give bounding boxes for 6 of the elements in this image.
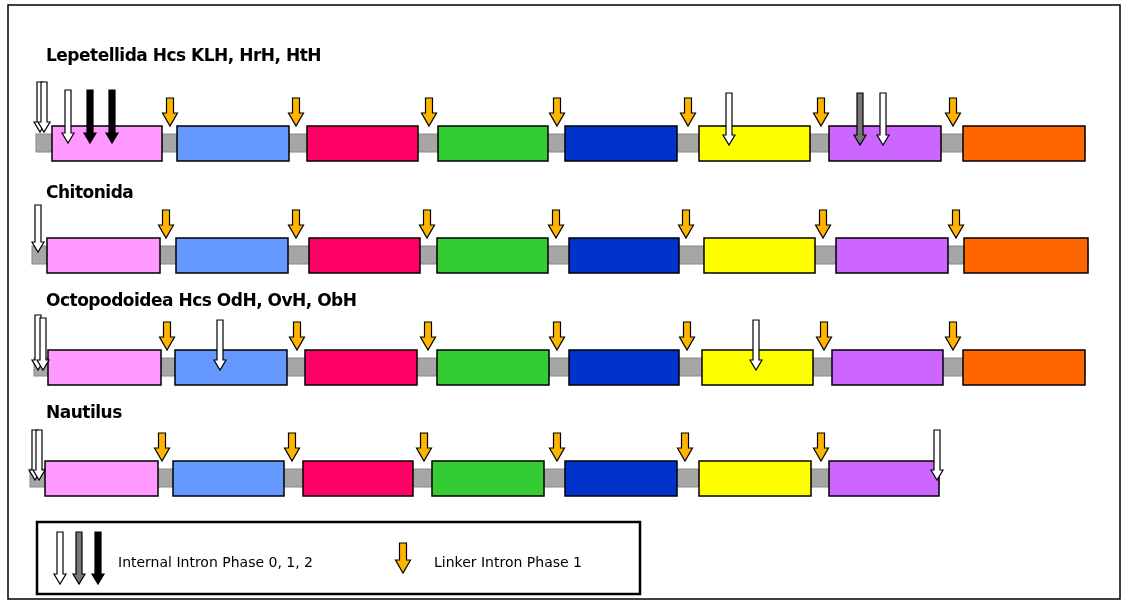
legend-label: Internal Intron Phase 0, 1, 2 [118, 554, 313, 570]
row-title: Chitonida [46, 182, 134, 202]
legend-label: Linker Intron Phase 1 [434, 554, 582, 570]
row-title: Nautilus [46, 402, 122, 422]
row-title: Lepetellida Hcs KLH, HrH, HtH [46, 45, 321, 65]
row-title: Octopodoidea Hcs OdH, OvH, ObH [46, 290, 357, 310]
